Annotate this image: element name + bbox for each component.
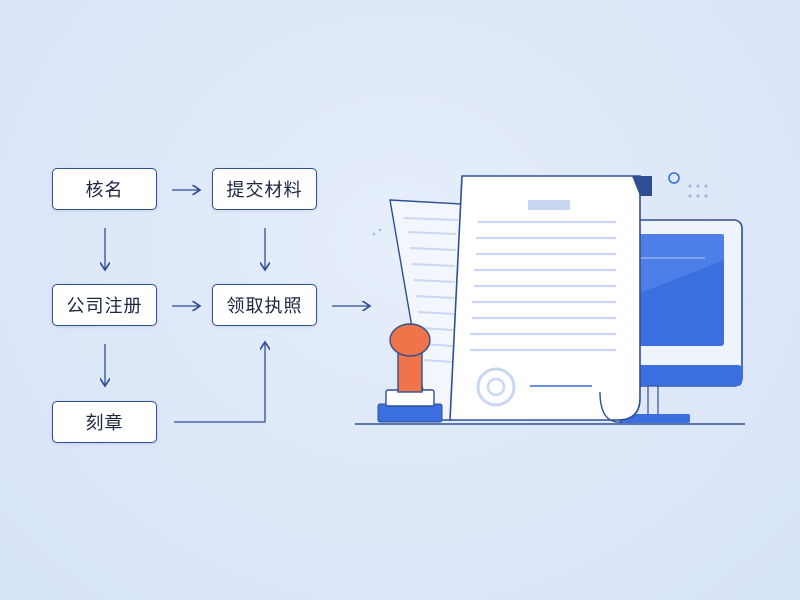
step-zhuce-label: 公司注册: [66, 296, 143, 317]
step-tijiao: 提交材料: [212, 168, 317, 210]
decor-dots-icon: [372, 184, 708, 236]
step-lingqu: 领取执照: [212, 284, 317, 326]
step-tijiao-label: 提交材料: [226, 180, 303, 201]
step-zhuce: 公司注册: [52, 284, 157, 326]
step-kezhang-label: 刻章: [85, 413, 124, 434]
stamp-icon: [377, 323, 443, 423]
step-lingqu-label: 领取执照: [226, 296, 303, 317]
seal-icon: [476, 367, 516, 407]
document-icon: [449, 175, 652, 423]
step-hezming: 核名: [52, 168, 157, 210]
decor-ring-icon: [668, 172, 680, 184]
arrow-kezhang-to-lingqu: [174, 342, 265, 423]
step-kezhang: 刻章: [52, 401, 157, 443]
step-hezming-label: 核名: [85, 180, 124, 201]
